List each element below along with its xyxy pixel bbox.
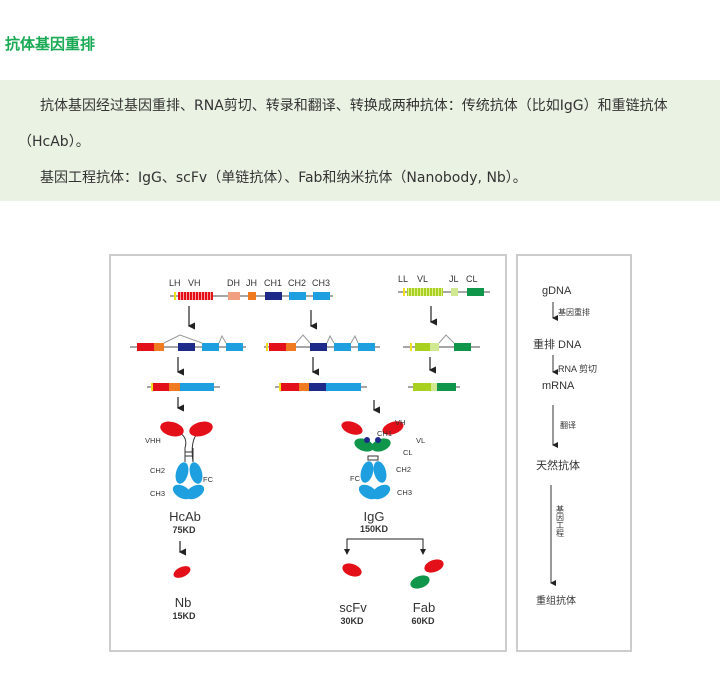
flow-chart: gDNA 重排 DNA mRNA 天然抗体 重组抗体 基因重排 RNA 剪切 翻… [533,285,597,607]
diagram-label: CL [403,448,413,457]
diagram-label: mRNA [542,380,575,392]
diagram-label: CL [466,274,478,284]
igg-mass: 150KD [360,524,389,534]
fab-name: Fab [413,600,435,615]
diagram-label: CH2 [150,466,165,475]
diagram-label: 重组抗体 [536,594,576,607]
igg-structure: VH CH1 VL CL CH2 FC CH3 IgG 150KD [341,418,425,534]
diagram-label: LL [398,274,408,284]
diagram-label: LH [169,278,181,288]
diagram-label: FC [203,475,214,484]
nb-structure [173,566,191,578]
diagram-label: CH2 [396,465,411,474]
diagram-label: CH1 [377,429,392,438]
heavy-chain-gene [170,292,333,300]
nb-name: Nb [175,595,192,610]
fab-structure [410,559,444,589]
hcab-name: HcAb [169,509,201,524]
light-gene-labels: LL VL JL CL [398,274,478,284]
light-chain-gene [398,288,490,296]
diagram-label: RNA 剪切 [558,363,597,374]
flow-panel [516,254,632,652]
heavy-gene-labels: LH VH DH JH CH1 CH2 CH3 [169,278,330,288]
diagram-label: DH [227,278,240,288]
mrna-row [147,383,460,391]
hcab-structure: VHH CH2 CH3 FC HcAb 75KD [145,421,214,535]
diagram-label: 翻译 [560,421,576,430]
diagram-label: 重排 DNA [533,337,582,351]
section-title: 抗体基因重排 [5,35,96,53]
diagram-label: FC [350,474,361,483]
diagram-label: VL [416,436,425,445]
diagram-label: VH [395,418,405,427]
diagram-label: JH [246,278,257,288]
diagram-label: VL [417,274,428,284]
diagram-label: VHH [145,436,161,445]
diagram-label: CH1 [264,278,282,288]
diagram-label: CH3 [397,488,412,497]
diagram-label: 天然抗体 [536,458,580,472]
diagram-label: gDNA [542,285,572,297]
diagram-label: 基因重排 [558,307,590,317]
diagram-panel [109,254,507,652]
scfv-name: scFv [339,600,367,615]
pre-mrna-row [130,334,480,351]
diagram-label: JL [449,274,459,284]
diagram-label: CH2 [288,278,306,288]
igg-name: IgG [364,509,385,524]
igg-branch-arrow [346,538,424,553]
scfv-mass: 30KD [340,616,364,626]
diagram-label: 基因工程 [556,504,565,538]
hcab-mass: 75KD [172,525,196,535]
diagram-label: CH3 [312,278,330,288]
fab-mass: 60KD [411,616,435,626]
scfv-structure [342,563,362,577]
diagram-label: VH [188,278,201,288]
process-arrows [176,306,437,556]
intro-box: 抗体基因经过基因重排、RNA剪切、转录和翻译、转换成两种抗体：传统抗体（比如Ig… [0,80,720,201]
diagram-label: CH3 [150,489,165,498]
intro-paragraph-2: 基因工程抗体：IgG、scFv（单链抗体）、Fab和纳米抗体（Nanobody,… [40,170,527,186]
nb-mass: 15KD [172,611,196,621]
intro-paragraph-1: 抗体基因经过基因重排、RNA剪切、转录和翻译、转换成两种抗体：传统抗体（比如Ig… [18,98,668,150]
